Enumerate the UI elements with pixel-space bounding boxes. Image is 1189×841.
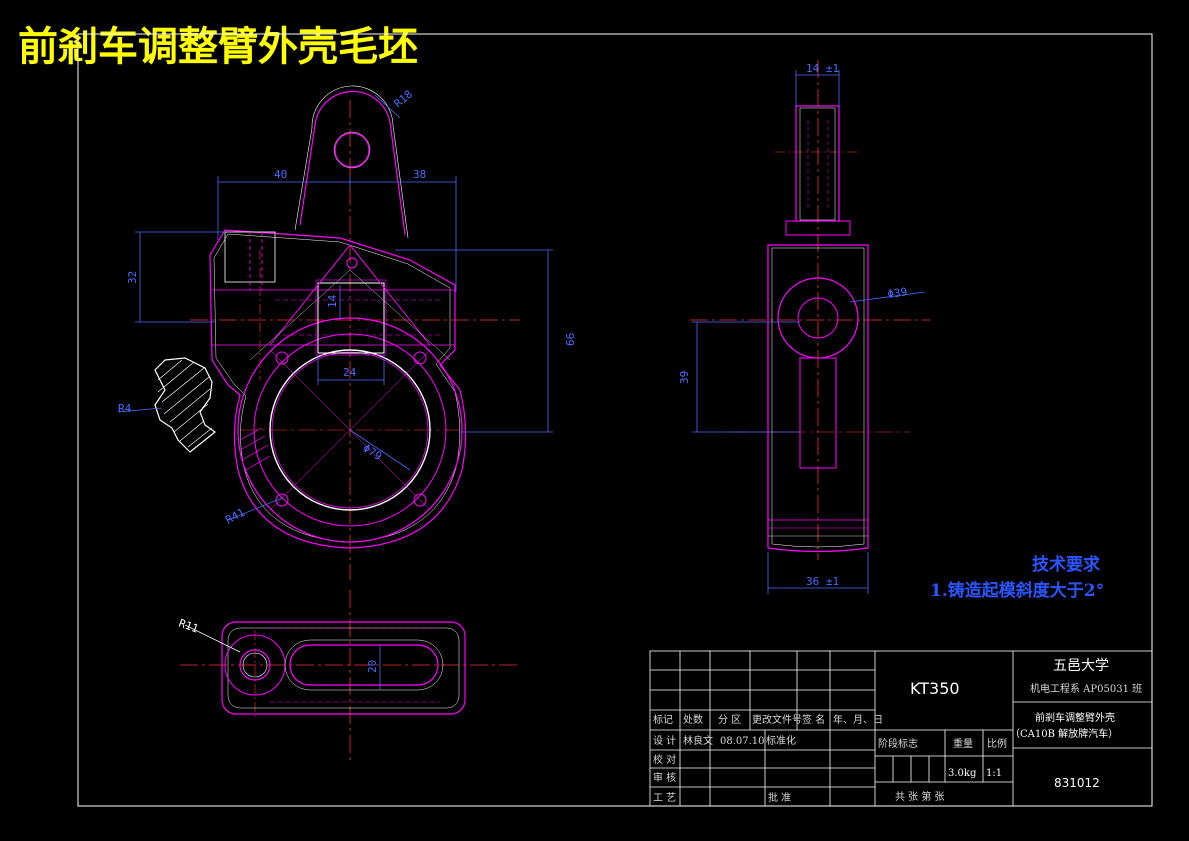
section-detail — [154, 357, 217, 453]
weight-label: 重量 — [953, 737, 973, 750]
row-check: 校 对 — [653, 753, 676, 766]
standardize-label: 标准化 — [766, 734, 796, 747]
dim-36: 36 ±1 — [806, 575, 839, 588]
tech-req-heading: 技术要求 — [1032, 554, 1100, 575]
dim-39: 39 — [678, 371, 691, 384]
col-count: 处数 — [683, 713, 703, 726]
row-design: 设 计 — [653, 734, 676, 747]
dim-r41: R41 — [223, 506, 247, 527]
design-date: 08.07.10 — [720, 736, 765, 747]
dim-66: 66 — [564, 333, 577, 346]
part-subtitle: （CA10B 解放牌汽车） — [1010, 727, 1118, 740]
side-view — [690, 60, 930, 560]
dim-r11: R11 — [177, 617, 200, 636]
dim-r4: R4 — [118, 402, 132, 415]
col-mark: 标记 — [653, 714, 673, 726]
material-label: KT350 — [910, 679, 960, 698]
part-name: 前剎车调整臂外壳 — [1035, 711, 1115, 724]
col-sign: 签 名 — [802, 713, 825, 726]
row-review: 审 核 — [653, 771, 676, 784]
dim-14-top: 14 ±1 — [806, 62, 839, 75]
scale-value: 1:1 — [986, 768, 1002, 779]
school-name: 五邑大学 — [1053, 658, 1109, 674]
row-process: 工 艺 — [653, 792, 676, 804]
front-dimensions — [117, 94, 553, 521]
scale-label: 比例 — [987, 737, 1007, 750]
dim-32: 32 — [126, 271, 139, 284]
bottom-view — [180, 590, 520, 760]
dim-r18: R18 — [392, 88, 416, 111]
dim-phi39: Φ39 — [887, 285, 908, 301]
sheets-label: 共 张 第 张 — [895, 790, 945, 803]
col-doc: 更改文件号 — [752, 713, 802, 726]
drawing-frame — [77, 33, 1153, 807]
dim-20: 20 — [366, 660, 379, 673]
drawing-title: 前剎车调整臂外壳毛坯 — [18, 23, 418, 70]
dim-phi79: Φ79 — [360, 442, 384, 464]
tech-req-item-1: 1.铸造起模斜度大于2° — [930, 580, 1104, 601]
department-label: 机电工程系 AP05031 班 — [1030, 682, 1142, 695]
weight-value: 3.0kg — [948, 768, 977, 779]
designer-name: 林良文 — [683, 734, 713, 747]
col-date: 年、月、日 — [833, 713, 883, 726]
title-block — [649, 650, 1153, 807]
drawing-number: 831012 — [1054, 776, 1100, 790]
side-dimensions — [692, 70, 926, 594]
dim-14: 14 — [326, 294, 339, 308]
col-zone: 分 区 — [718, 714, 741, 726]
dim-40: 40 — [274, 168, 287, 181]
dim-38: 38 — [413, 168, 426, 181]
dim-24: 24 — [343, 366, 357, 379]
stage-mark-label: 阶段标志 — [878, 737, 918, 750]
title-block-text: KT350 五邑大学 机电工程系 AP05031 班 前剎车调整臂外壳 （CA1… — [653, 658, 1142, 804]
approve-label: 批 准 — [768, 791, 791, 804]
